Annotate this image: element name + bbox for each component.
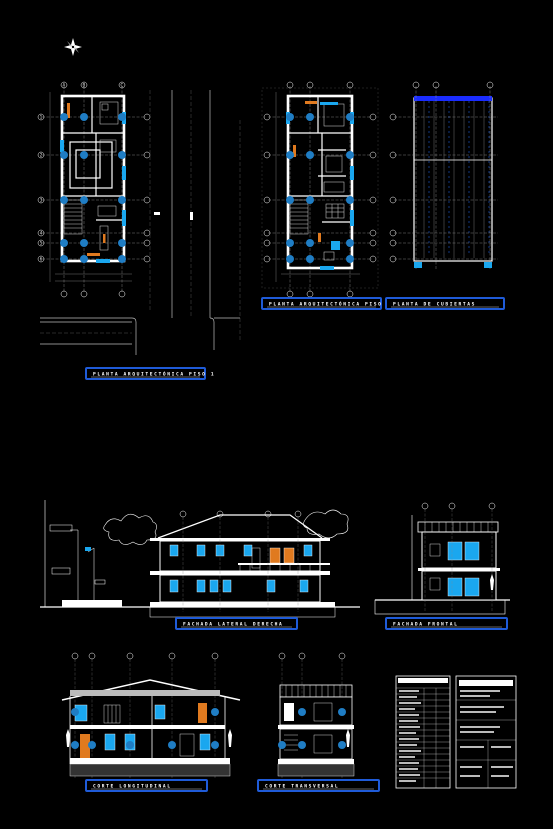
title-frame-fachada-frontal: FACHADA FRONTAL [385,617,508,630]
title-block [395,675,517,789]
planta-cubiertas-drawing [389,81,498,270]
corte-transversal-title: CORTE TRANSVERSAL [265,784,339,790]
axis-label-a: A [63,83,66,88]
fachada-lateral-drawing [40,500,360,618]
corte-longitudinal-title: CORTE LONGITUDINAL [93,784,172,790]
planta-piso1-title: PLANTA ARQUITECTÓNICA PISO 1 [93,371,215,378]
axis-label-6: 6 [40,257,43,262]
compass-rose-icon [64,38,82,56]
corte-longitudinal-drawing [61,652,241,778]
axis-label-3: 3 [40,198,43,203]
axis-label-5: 5 [40,241,43,246]
title-frame-fachada-lateral: FACHADA LATERAL DERECHA [175,617,298,630]
planta-piso2-title: PLANTA ARQUITECTÓNICA PISO 2 [269,301,391,308]
axis-label-2: 2 [40,153,43,158]
axis-label-4: 4 [40,231,43,236]
planta-cubiertas-title: PLANTA DE CUBIERTAS [393,302,476,308]
title-frame-planta-cubiertas: PLANTA DE CUBIERTAS [385,297,505,310]
fachada-frontal-title: FACHADA FRONTAL [393,622,459,628]
axis-label-1: 1 [40,115,43,120]
fachada-lateral-title: FACHADA LATERAL DERECHA [183,622,283,628]
planta-piso2-drawing [261,81,379,298]
fachada-frontal-drawing [374,502,510,615]
axis-label-b: B [83,83,86,88]
corte-transversal-drawing [277,652,355,778]
title-frame-planta-piso2: PLANTA ARQUITECTÓNICA PISO 2 [261,297,391,310]
title-frame-corte-longitudinal: CORTE LONGITUDINAL [85,779,208,792]
title-frame-planta-piso1: PLANTA ARQUITECTÓNICA PISO 1 [85,367,215,380]
planta-piso1-drawing: A B C 1 2 3 4 5 6 [37,81,241,355]
axis-label-c: C [121,83,124,88]
title-frame-corte-transversal: CORTE TRANSVERSAL [257,779,380,792]
